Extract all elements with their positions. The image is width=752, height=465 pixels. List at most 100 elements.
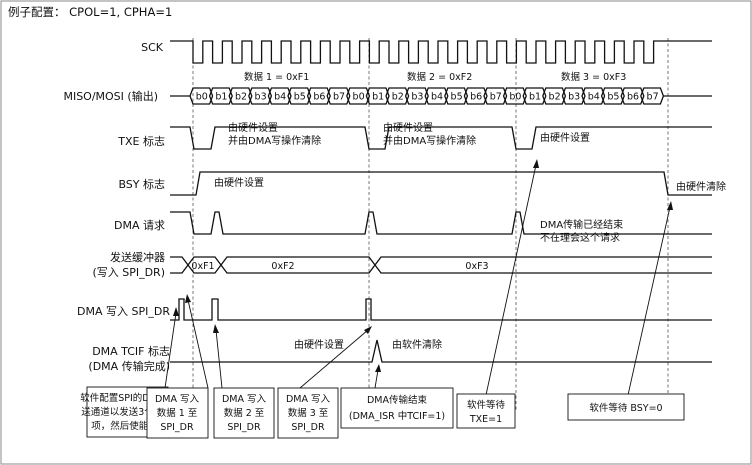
svg-text:DMA 写入: DMA 写入 [222, 394, 267, 405]
txe-waveform [170, 126, 712, 150]
annotation-box-6: 软件等待 TXE=1 [456, 393, 516, 429]
label-sck: SCK [141, 41, 164, 54]
svg-text:TXE=1: TXE=1 [469, 414, 502, 425]
label-dma-request: DMA 请求 [114, 219, 165, 232]
bit-label: b3 [411, 92, 423, 103]
svg-text:SPI_DR: SPI_DR [160, 422, 194, 433]
bit-label: b4 [588, 92, 600, 103]
bit-label: b7 [490, 92, 502, 103]
dma-request-waveform [170, 211, 712, 235]
bit-cell [463, 87, 488, 105]
bit-label: b6 [470, 92, 482, 103]
bit-label: b5 [607, 92, 619, 103]
bit-cell [228, 87, 253, 105]
bit-label: b1 [529, 92, 541, 103]
bit-cell [600, 87, 625, 105]
bit-label: b5 [294, 92, 306, 103]
annotation-box-5: DMA传输结束 (DMA_ISR 中TCIF=1) [340, 387, 454, 429]
bit-cell [424, 87, 449, 105]
annotation-box-2: DMA 写入 数据 1 至 SPI_DR [146, 387, 209, 439]
bit-cell [208, 87, 233, 105]
label-tx-buffer-sub: (写入 SPI_DR) [92, 266, 165, 279]
label-tcif: DMA TCIF 标志 [92, 344, 170, 358]
tx-buffer-value-3: 0xF3 [465, 261, 488, 272]
svg-text:数据 2 至: 数据 2 至 [224, 407, 265, 419]
dma-write-waveform [170, 298, 712, 321]
svg-text:(DMA_ISR 中TCIF=1): (DMA_ISR 中TCIF=1) [349, 410, 445, 422]
txe-note-1a: 由硬件设置 [228, 121, 278, 134]
label-txe: TXE 标志 [117, 134, 165, 148]
svg-text:软件等待: 软件等待 [467, 399, 506, 411]
bit-label: b4 [274, 92, 286, 103]
tcif-note-set: 由硬件设置 [294, 338, 344, 351]
bit-label: b1 [215, 92, 227, 103]
label-tcif-sub: (DMA 传输完成) [88, 359, 170, 373]
svg-text:DMA 写入: DMA 写入 [155, 394, 200, 405]
label-dma-write: DMA 写入 SPI_DR [77, 305, 170, 318]
miso-mosi-bits: b0 b1 b2 b3 b4 b5 b6 b7 b0 b1 b2 b3 b4 b5 b6 b7 b0 b1 b2 b3… [170, 87, 712, 105]
txe-note-3: 由硬件设置 [540, 131, 590, 144]
bit-cell [620, 87, 645, 105]
txe-note-1b: 并由DMA写操作清除 [228, 134, 321, 147]
svg-text:SPI_DR: SPI_DR [227, 422, 261, 433]
bit-label: b3 [255, 92, 267, 103]
bit-cell [444, 87, 469, 105]
bsy-note-set: 由硬件设置 [214, 176, 264, 189]
bit-cell [365, 87, 390, 105]
dma-note-end-2: 不在理会这个请求 [540, 231, 620, 244]
bit-label: b6 [627, 92, 639, 103]
diagram-title: 例子配置： CPOL=1, CPHA=1 [8, 5, 172, 19]
bit-cell [346, 87, 371, 105]
bit-cell [385, 87, 410, 105]
txe-note-2a: 由硬件设置 [383, 121, 433, 134]
tx-buffer-value-1: 0xF1 [191, 261, 214, 272]
bit-label: b0 [196, 92, 208, 103]
bit-label: b2 [392, 92, 404, 103]
timing-guides [192, 38, 669, 410]
bit-cell [326, 87, 351, 105]
label-bsy: BSY 标志 [118, 177, 165, 191]
bit-cell [542, 87, 567, 105]
bit-label: b4 [431, 92, 443, 103]
svg-text:数据 1 至: 数据 1 至 [157, 407, 198, 419]
label-miso-mosi: MISO/MOSI (输出) [63, 89, 158, 103]
bit-label: b0 [509, 92, 521, 103]
svg-text:项，然后使能SPI: 项，然后使能SPI [91, 420, 163, 432]
annotation-box-3: DMA 写入 数据 2 至 SPI_DR [213, 387, 275, 439]
bit-cell [189, 87, 214, 105]
bit-label: b5 [451, 92, 463, 103]
bsy-note-clear: 由硬件清除 [676, 180, 726, 193]
dma-note-end-1: DMA传输已经结束 [540, 218, 623, 231]
bit-label: b6 [313, 92, 325, 103]
bit-label: b3 [568, 92, 580, 103]
bit-label: b7 [333, 92, 345, 103]
svg-text:数据 3 至: 数据 3 至 [288, 407, 329, 419]
bit-label: b0 [353, 92, 365, 103]
bit-label: b2 [235, 92, 247, 103]
tcif-waveform [170, 339, 712, 363]
svg-text:DMA 写入: DMA 写入 [286, 394, 331, 405]
svg-text:软件等待 BSY=0: 软件等待 BSY=0 [589, 402, 662, 414]
bsy-waveform [170, 171, 712, 196]
annotation-box-7: 软件等待 BSY=0 [567, 393, 685, 421]
tx-buffer-value-2: 0xF2 [271, 261, 294, 272]
bit-cell [522, 87, 547, 105]
bit-label: b1 [372, 92, 384, 103]
bit-cell [581, 87, 606, 105]
bit-label: b2 [549, 92, 561, 103]
annotation-box-4: DMA 写入 数据 3 至 SPI_DR [277, 387, 339, 439]
bit-cell [248, 87, 273, 105]
data-label-3: 数据 3 = 0xF3 [561, 71, 626, 83]
bit-cell [483, 87, 508, 105]
bit-cell [267, 87, 292, 105]
bit-cell [306, 87, 331, 105]
tx-buffer-waveform [170, 256, 712, 274]
sck-waveform [170, 40, 712, 64]
bit-cell [502, 87, 527, 105]
event-arrows [164, 159, 673, 396]
label-tx-buffer: 发送缓冲器 [110, 250, 165, 264]
svg-text:SPI_DR: SPI_DR [291, 422, 325, 433]
